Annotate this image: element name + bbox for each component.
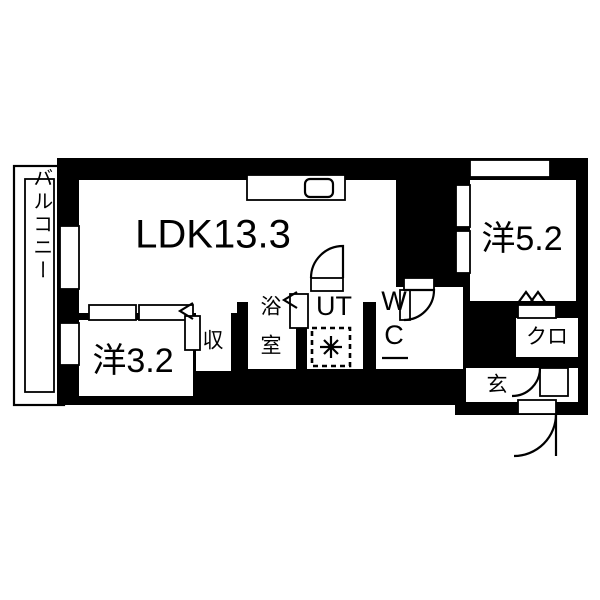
ldk-window-left-upper (60, 226, 79, 289)
room-32 (79, 320, 193, 396)
room-52-label: 洋5.2 (481, 220, 562, 258)
room-32-label: 洋3.2 (92, 342, 173, 380)
room32-window-top-left-frame (88, 304, 137, 321)
bath-door-frame (289, 293, 309, 329)
ut-door-swing-arc (309, 244, 345, 279)
room32-window-top-left (89, 305, 136, 320)
closet-door-leaf (517, 304, 557, 319)
storage-door-arrow (177, 302, 194, 320)
ut-label: UT (316, 291, 352, 321)
room-52 (470, 180, 576, 301)
genkan-inner-opening (540, 368, 568, 396)
storage-door-frame (184, 315, 201, 351)
kitchen-sink-basin (303, 177, 335, 199)
room52-window-top (470, 160, 550, 177)
storage-sliding-door (177, 302, 201, 351)
hall-room (414, 287, 463, 369)
washing-pan-outline (310, 326, 352, 368)
wc-label-line1: W (381, 286, 407, 316)
ldk-window-left-upper-frame (59, 225, 80, 290)
bath-label-line2: 室 (261, 335, 282, 358)
room52-window-left-lower (456, 231, 470, 273)
closet-label: クロ (526, 326, 568, 349)
washing-machine-pan (310, 326, 352, 368)
entrance-door (513, 399, 558, 458)
entrance-door-leaf (517, 399, 557, 415)
room52-window-top-frame (469, 159, 551, 178)
storage-label: 収 (203, 330, 224, 353)
room52-window-left-upper-frame (455, 184, 471, 228)
genkan-inner-door (511, 367, 569, 398)
wc-door-opening (404, 278, 434, 290)
closet-door-opening (518, 305, 556, 318)
balcony-label-text: バルコニー (30, 168, 52, 283)
room52-window-left-lower-frame (455, 230, 471, 274)
balcony-inner-2 (24, 178, 55, 393)
room-labels: LDK13.3 洋5.2 洋3.2 浴 室 UT W C クロ 玄 収 バルコニ… (30, 168, 568, 397)
bath-sliding-door (281, 291, 309, 329)
closet-door (517, 290, 557, 319)
room32-window-top-right-frame (138, 304, 194, 321)
room52-window-left-upper (456, 185, 470, 227)
genkan-inner-leaf (539, 367, 569, 397)
wc-door (399, 277, 436, 322)
ut-door-leaf (310, 277, 344, 292)
room32-window-top-right (139, 305, 193, 320)
ut-door (309, 244, 345, 292)
washing-pan-drain (320, 336, 342, 358)
bath-label-line1: 浴 (261, 296, 282, 319)
storage-door-opening (185, 316, 200, 350)
ldk-label: LDK13.3 (135, 213, 291, 257)
wc-label-line2: C (384, 320, 404, 350)
closet-room (516, 318, 578, 357)
bottom-step-carve (200, 405, 455, 417)
room32-window-left-frame (59, 322, 80, 366)
kitchen-counter-outline (246, 174, 346, 201)
wc-door-jamb (399, 289, 411, 321)
storage-room (196, 313, 231, 371)
bath-door-opening (290, 294, 308, 328)
kitchen-sink-counter (246, 174, 346, 201)
room32-window-left (60, 323, 79, 365)
genkan-inner-swing-arc (511, 367, 542, 398)
room52-door-arrow (517, 290, 535, 304)
genkan-label: 玄 (487, 374, 508, 397)
ut-door-opening (311, 278, 343, 291)
wc-room (376, 287, 414, 369)
entrance-door-opening (518, 400, 556, 414)
bath-room (248, 287, 296, 369)
bath-door-arrow (281, 291, 298, 309)
